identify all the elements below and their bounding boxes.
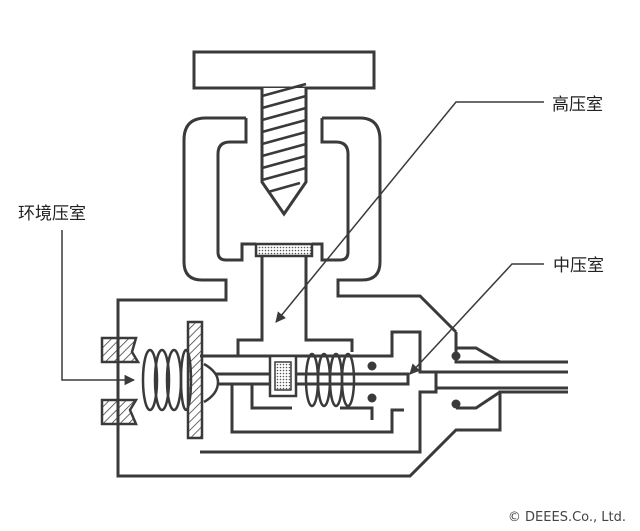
filter-element: [254, 242, 314, 258]
outlet-tube: [436, 370, 568, 390]
o-rings: [367, 351, 461, 409]
leader-mid: [409, 263, 544, 375]
leader-environment: [61, 230, 136, 386]
diaphragm-plate: [186, 320, 204, 440]
leader-high: [275, 101, 544, 323]
screw-threads: [261, 82, 307, 194]
valve-spring: [304, 352, 356, 408]
bonnet-inner: [216, 118, 256, 262]
seal-blocks: [100, 336, 141, 426]
copyright-notice: © DEEES.Co., Ltd.: [507, 510, 626, 525]
diaphragm-spring: [141, 348, 193, 412]
label-environment-chamber: 环境压室: [18, 204, 86, 224]
piston-rod: [206, 372, 410, 386]
label-mid-pressure-chamber: 中压室: [553, 256, 604, 276]
bonnet-outer: [116, 116, 246, 336]
high-pressure-passage: [236, 256, 354, 356]
handle-bar: [192, 50, 376, 90]
body-inner: [200, 330, 438, 454]
label-high-pressure-chamber: 高压室: [552, 95, 603, 115]
